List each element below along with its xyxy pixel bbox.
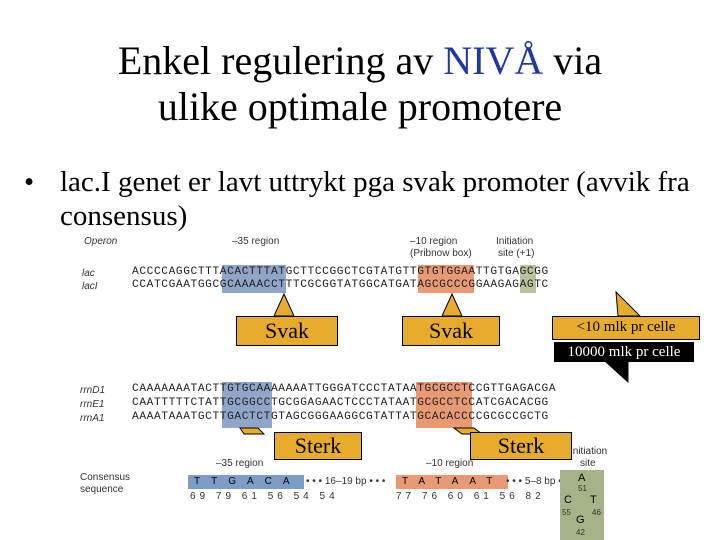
- strong-10-highlight: [416, 382, 472, 428]
- init-base-g: G: [576, 514, 585, 526]
- callout-weak-1: Svak: [236, 316, 338, 346]
- pointer-level-low: [615, 290, 642, 317]
- init-base-c: C: [564, 494, 572, 506]
- strong-row-gene: rrnA1: [80, 413, 105, 424]
- strong-row-sequence: CAATTTTTCTATTGCGGCCTGCGGAGAACTCCCTATAATG…: [132, 397, 549, 409]
- pointer-weak-2: [441, 292, 463, 317]
- consensus-label-2: sequence: [80, 484, 124, 495]
- title-line-1: Enkel regulering av NIVÅ via: [0, 38, 720, 84]
- header-pribnow: (Pribnow box): [410, 248, 472, 259]
- callout-level-high: 10000 mlk pr celle: [554, 342, 694, 362]
- consensus-label: Consensus: [80, 472, 131, 483]
- bullet-text: lac.I genet er lavt uttrykt pga svak pro…: [60, 166, 690, 232]
- callout-level-low: <10 mlk pr celle: [552, 316, 700, 340]
- callout-strong-1: Sterk: [274, 432, 362, 460]
- pointer-weak-1: [273, 292, 295, 317]
- header-35-region: –35 region: [232, 236, 280, 247]
- consensus-35-percentages: 69 79 61 56 54 54: [190, 491, 339, 502]
- bullet-point: • lac.I genet er lavt uttrykt pga svak p…: [24, 165, 700, 233]
- header-10-region: –10 region: [410, 236, 458, 247]
- header-initiation: Initiation: [496, 236, 534, 247]
- weak-10-highlight: [418, 265, 474, 293]
- spacer-16-19: • • • 16–19 bp • • •: [306, 476, 386, 487]
- title-line-2: ulike optimale promotere: [157, 84, 563, 129]
- strong-row-sequence: AAAATAAATGCTTGACTCTGTAGCGGGAAGGCGTATTATG…: [132, 411, 549, 423]
- title-accent: NIVÅ: [443, 38, 544, 83]
- spacer-5-8: • • • 5–8 bp • • •: [506, 476, 575, 487]
- callout-weak-2: Svak: [402, 316, 500, 346]
- title-part-1: Enkel regulering av: [117, 38, 434, 83]
- header-operon: Operon: [84, 236, 118, 247]
- consensus-site-label: site: [580, 458, 596, 469]
- init-base-t: T: [590, 494, 597, 506]
- strong-35-highlight: [222, 382, 272, 428]
- consensus-init-label: Initiation: [570, 446, 608, 457]
- weak-init-highlight: [520, 265, 536, 293]
- callout-pointers: [239, 290, 642, 435]
- init-base-a: A: [578, 472, 586, 484]
- weak-35-highlight: [222, 265, 286, 293]
- strong-row-gene: rrnD1: [80, 385, 106, 396]
- pointer-level-high: [604, 361, 629, 384]
- title-part-2: via: [553, 38, 603, 83]
- header-site: site (+1): [498, 248, 535, 259]
- consensus-35-label: –35 region: [216, 458, 264, 469]
- callout-strong-2: Sterk: [470, 432, 572, 460]
- initiation-site-box: A 51 C T 55 46 G 42: [560, 470, 604, 540]
- strong-row-gene: rrnE1: [80, 399, 105, 410]
- weak-row-gene: lacI: [82, 281, 98, 292]
- init-num-g: 42: [576, 528, 585, 537]
- consensus-10-percentages: 77 76 60 61 56 82: [396, 491, 545, 502]
- consensus-35-bases: TTGACA: [188, 475, 304, 489]
- weak-row-sequence: CCATCGAATGGCGCAAAACCTTTCGCGGTATGGCATGATA…: [132, 279, 549, 291]
- consensus-10-label: –10 region: [426, 458, 474, 469]
- slide-title: Enkel regulering av NIVÅ via ulike optim…: [0, 38, 720, 130]
- weak-row-sequence: ACCCCAGGCTTTACACTTTATGCTTCCGGCTCGTATGTTG…: [132, 266, 549, 278]
- strong-row-sequence: CAAAAAAATACTTGTGCAAAAAAATTGGGATCCCTATAAT…: [132, 383, 557, 395]
- promoter-figure: Operon –35 region –10 region (Pribnow bo…: [44, 232, 720, 540]
- init-num-c: 55: [562, 508, 571, 517]
- init-num-a: 51: [578, 484, 587, 493]
- bullet-icon: •: [24, 166, 35, 198]
- pointer-strong-1: [239, 427, 266, 435]
- consensus-10-bases: TATAAT: [396, 475, 508, 489]
- init-num-t: 46: [592, 508, 601, 517]
- weak-row-gene: lac: [82, 268, 95, 279]
